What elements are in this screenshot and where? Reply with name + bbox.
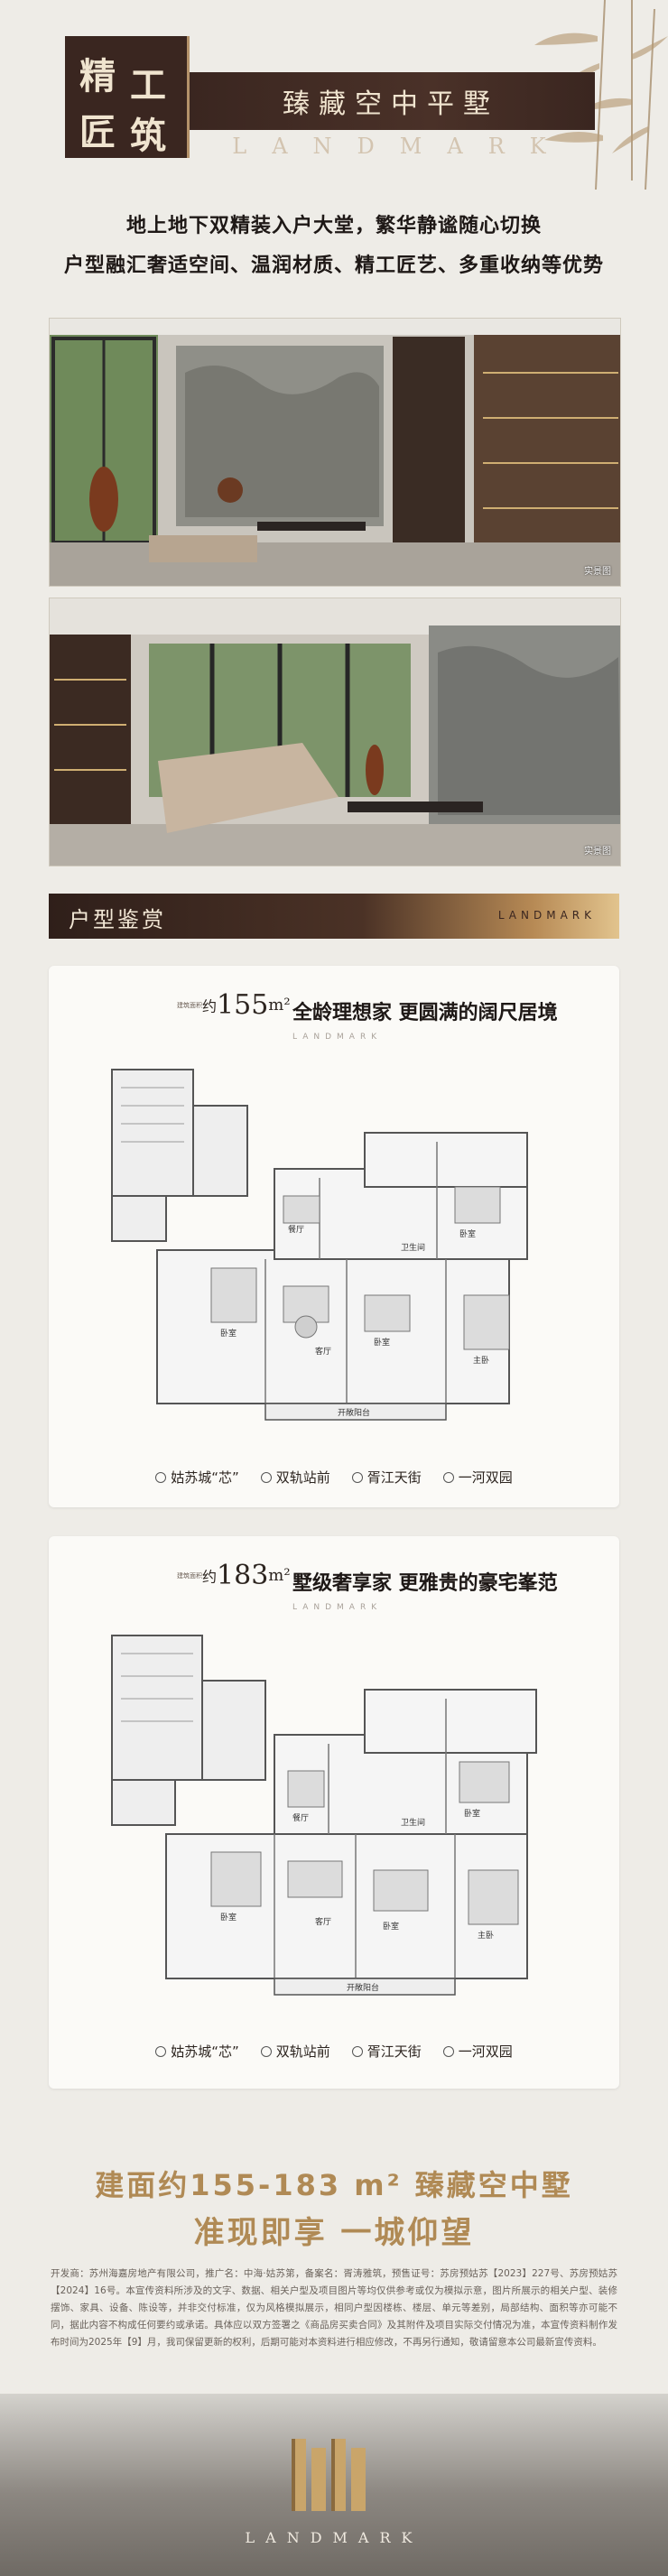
room-label: 卧室 (220, 1912, 237, 1923)
room-label: 客厅 (315, 1916, 331, 1927)
area-label: 建筑面积 (177, 1001, 202, 1009)
feature-tags: 姑苏城“芯” 双轨站前 胥江天街 一河双园 (49, 2042, 619, 2061)
circle-icon (155, 1471, 167, 1483)
circle-icon (351, 1471, 363, 1483)
room-label: 卧室 (383, 1921, 399, 1932)
section-watermark: LANDMARK (497, 909, 596, 922)
plan-slogan: 全龄理想家 更圆满的阔尺居境 (292, 1002, 558, 1024)
feature-tag: 一河双园 (434, 2042, 522, 2061)
floorplan-drawing: 卧室 客厅 餐厅 卧室 主卧 卧室 卫生间 开敞阳台 (111, 1069, 528, 1421)
circle-icon (260, 2045, 272, 2057)
area-unit: m² (268, 996, 291, 1015)
photo-tag: 实景图 (584, 567, 611, 577)
room-label: 卧室 (220, 1328, 237, 1339)
badge-char: 筑 (130, 115, 170, 157)
badge-char: 精 (79, 55, 119, 97)
feature-tag: 姑苏城“芯” (146, 2042, 248, 2061)
badge-char: 工 (130, 64, 170, 107)
area-figure: 建筑面积约155m² (177, 989, 291, 1021)
area-number: 183 (217, 1560, 269, 1591)
interior-photo-1: 实景图 (49, 318, 621, 587)
room-label: 餐厅 (288, 1224, 304, 1235)
disclaimer-text: 开发商：苏州海嘉房地产有限公司，推广名：中海·姑苏第，备案名：胥涛雅筑，预售证号… (51, 2268, 617, 2348)
header-badge: 精 工 匠 筑 (65, 36, 190, 158)
area-label: 建筑面积 (177, 1571, 202, 1580)
feature-tag: 一河双园 (434, 1468, 522, 1487)
area-prefix: 约 (202, 1568, 218, 1586)
header-title: 臻藏空中平墅 (283, 88, 499, 120)
circle-icon (155, 2045, 167, 2057)
room-label: 卫生间 (401, 1817, 425, 1828)
feature-tag: 双轨站前 (252, 1468, 339, 1487)
footer-watermark: LANDMARK (245, 2529, 423, 2546)
intro-line-1: 地上地下双精装入户大堂，繁华静谧随心切换 (125, 215, 542, 237)
header-watermark: LANDMARK (232, 134, 571, 159)
badge-char: 匠 (79, 111, 119, 153)
circle-icon (351, 2045, 363, 2057)
room-label: 卫生间 (401, 1242, 425, 1253)
interior-photo-2: 实景图 (49, 598, 621, 866)
footer: LANDMARK (0, 2394, 668, 2576)
room-label: 客厅 (315, 1346, 331, 1357)
room-label: 卧室 (459, 1228, 476, 1239)
card-watermark: LANDMARK (292, 1033, 383, 1042)
room-label: 主卧 (473, 1355, 489, 1366)
circle-icon (260, 1471, 272, 1483)
section-banner: 户型鉴赏 LANDMARK (49, 894, 619, 939)
area-number: 155 (217, 989, 269, 1021)
floorplan-card-183: 建筑面积约183m² 墅级奢享家 更雅贵的豪宅峯范 LANDMARK (49, 1536, 619, 2089)
plan-slogan: 墅级奢享家 更雅贵的豪宅峯范 (292, 1572, 558, 1595)
circle-icon (442, 2045, 454, 2057)
area-figure: 建筑面积约183m² (177, 1560, 291, 1591)
circle-icon (442, 1471, 454, 1483)
bottom-headline: 建面约155-183 m² 臻藏空中墅 (95, 2168, 573, 2202)
section-title: 户型鉴赏 (69, 907, 166, 932)
floorplan-drawing: 卧室 客厅 餐厅 卧室 主卧 卧室 卫生间 开敞阳台 (111, 1635, 537, 1996)
intro-line-2: 户型融汇奢适空间、温润材质、精工匠艺、多重收纳等优势 (63, 255, 604, 277)
room-label: 卧室 (374, 1337, 390, 1348)
header-band: 臻藏空中平墅 (187, 72, 595, 130)
brand-logo (292, 2439, 366, 2511)
photo-tag: 实景图 (584, 847, 611, 857)
room-label: 主卧 (478, 1930, 494, 1941)
area-unit: m² (268, 1566, 291, 1585)
feature-tag: 胥江天街 (343, 2042, 431, 2061)
room-label: 餐厅 (292, 1812, 309, 1823)
room-label: 开敞阳台 (338, 1407, 370, 1418)
feature-tags: 姑苏城“芯” 双轨站前 胥江天街 一河双园 (49, 1468, 619, 1487)
card-watermark: LANDMARK (292, 1603, 383, 1612)
room-label: 开敞阳台 (347, 1982, 379, 1993)
feature-tag: 姑苏城“芯” (146, 1468, 248, 1487)
feature-tag: 胥江天街 (343, 1468, 431, 1487)
area-prefix: 约 (202, 997, 218, 1015)
room-label: 卧室 (464, 1808, 480, 1819)
bottom-subheadline: 准现即享 一城仰望 (193, 2215, 475, 2251)
floorplan-card-155: 建筑面积约155m² 全龄理想家 更圆满的阔尺居境 LANDMARK (49, 966, 619, 1507)
feature-tag: 双轨站前 (252, 2042, 339, 2061)
